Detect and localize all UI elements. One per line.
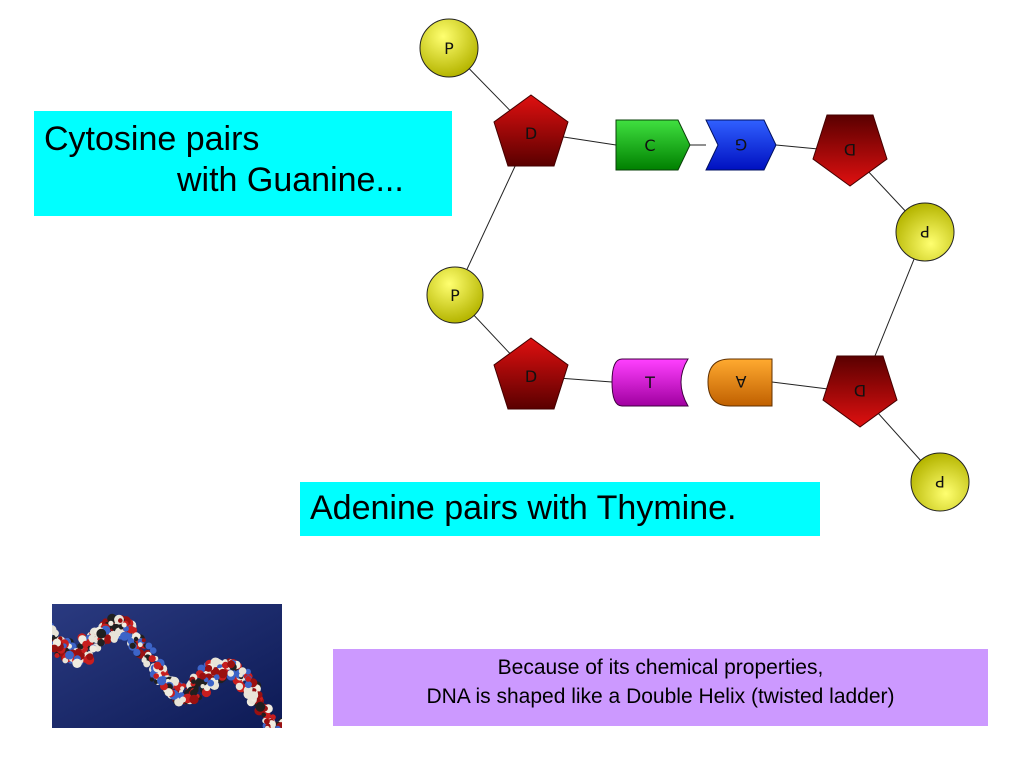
adenine-thymine-callout: Adenine pairs with Thymine. [300,482,820,536]
caption-line-1: Because of its chemical properties, [497,656,824,679]
svg-text:P: P [450,286,460,305]
svg-text:T: T [644,373,655,392]
dna-double-helix-image [52,604,282,728]
deoxyribose-2: D [493,337,569,410]
double-helix-caption: Because of its chemical properties, DNA … [333,649,988,726]
thymine-base: T [611,358,689,407]
cytosine-callout-line-1: Cytosine pairs [44,120,260,158]
guanine-base: G [705,119,777,171]
phosphate-3: P [895,202,955,262]
cytosine-base: C [615,119,691,171]
svg-text:G: G [735,135,747,154]
deoxyribose-4: D [822,355,898,428]
phosphate-2: P [426,266,484,324]
svg-text:D: D [525,124,537,143]
svg-text:P: P [920,222,930,241]
svg-text:D: D [525,367,537,386]
svg-text:A: A [735,372,746,391]
svg-text:P: P [935,472,945,491]
deoxyribose-1: D [493,94,569,167]
deoxyribose-3: D [812,114,888,187]
dna-ladder-diagram: P P P P D D D D C G T A [419,18,970,512]
svg-text:D: D [844,140,856,159]
phosphate-1: P [419,18,479,78]
caption-line-2: DNA is shaped like a Double Helix (twist… [426,685,895,709]
cytosine-callout-line-2: with Guanine... [177,160,404,199]
phosphate-4: P [910,452,970,512]
svg-text:D: D [854,381,866,400]
adenine-base: A [707,358,773,407]
cytosine-guanine-callout: Cytosine pairs with Guanine... [34,111,452,216]
svg-text:C: C [644,136,655,155]
svg-text:P: P [444,39,454,58]
